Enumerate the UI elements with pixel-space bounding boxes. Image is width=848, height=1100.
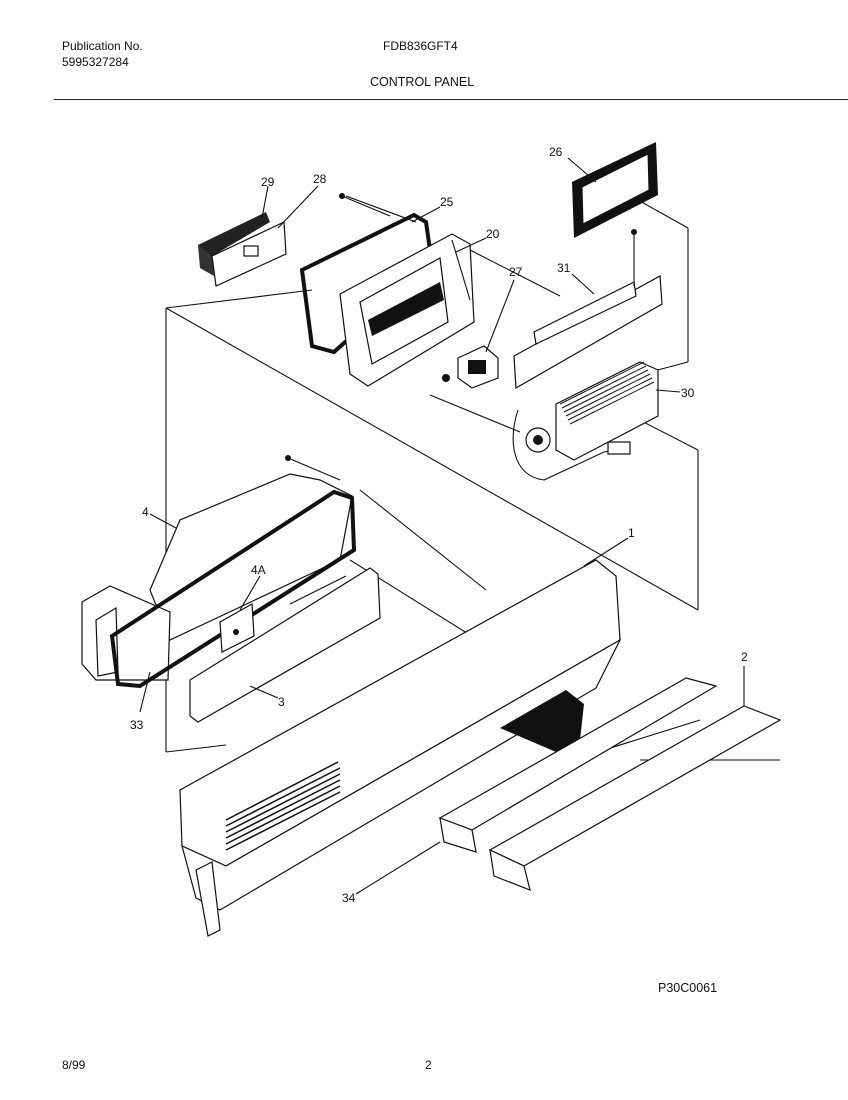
part-31-control-board [513, 229, 663, 390]
section-title: CONTROL PANEL [370, 75, 475, 89]
callout-25: 25 [440, 195, 454, 209]
part-28-keypad-cover [211, 221, 287, 287]
part-33-gasket [109, 489, 357, 689]
callout-1: 1 [628, 526, 635, 540]
callout-leaders [139, 157, 745, 895]
callout-26: 26 [549, 145, 563, 159]
callout-33: 33 [130, 718, 144, 732]
publication-number: 5995327284 [62, 55, 129, 69]
screw [285, 193, 391, 481]
part-26-overlay-frame [572, 142, 658, 238]
callout-31: 31 [557, 261, 571, 275]
callout-3: 3 [278, 695, 285, 709]
callout-28: 28 [313, 172, 327, 186]
callout-2: 2 [741, 650, 748, 664]
page-number: 2 [425, 1058, 432, 1072]
part-1-control-console [179, 559, 622, 937]
publication-label: Publication No. [62, 39, 143, 53]
part-20-display-housing [339, 233, 475, 387]
callout-4: 4 [142, 505, 149, 519]
part-27-switch-connector [442, 345, 499, 389]
callout-4a: 4A [251, 563, 266, 577]
header-rule [54, 99, 848, 100]
part-4a-bracket [219, 603, 255, 653]
model-number: FDB836GFT4 [383, 39, 458, 53]
callout-20: 20 [486, 227, 500, 241]
part-30-fan-heater [512, 361, 659, 481]
part-34-trim [438, 677, 718, 853]
part-3-mounting-plate [189, 567, 381, 723]
footer-date: 8/99 [62, 1058, 86, 1072]
callout-27: 27 [509, 265, 523, 279]
part-4-housing [81, 473, 353, 681]
part-29-keypad [198, 212, 270, 276]
callout-30: 30 [681, 386, 695, 400]
figure-code: P30C0061 [658, 981, 718, 995]
callout-labels: 26 29 28 25 20 27 31 30 4 1 4A 2 3 33 34 [130, 145, 748, 905]
callout-29: 29 [261, 175, 275, 189]
part-2-trim-strip [488, 705, 782, 891]
callout-34: 34 [342, 891, 356, 905]
